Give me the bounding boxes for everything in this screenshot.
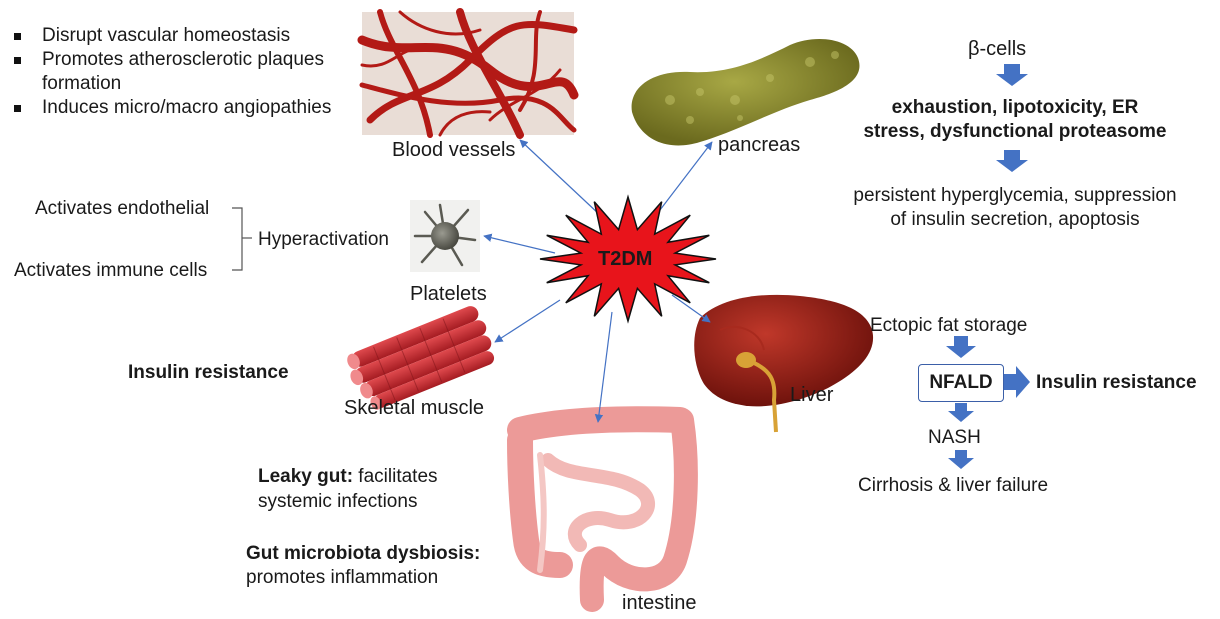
pancreas-label: pancreas <box>718 134 800 157</box>
arrow-to-platelets <box>484 236 555 253</box>
intestine-image <box>520 419 686 600</box>
arrow-to-intestine <box>598 312 612 422</box>
effect-item: Promotes atherosclerotic plaques formati… <box>12 48 362 96</box>
arrow-to-liver <box>672 295 710 322</box>
pancreas-stress-line2: stress, dysfunctional proteasome <box>855 120 1175 143</box>
liver-label: Liver <box>790 384 833 407</box>
dysbiosis-line1: Gut microbiota dysbiosis: <box>246 542 480 565</box>
leaky-gut-desc: facilitates <box>353 466 437 487</box>
dysbiosis-line2: promotes inflammation <box>246 566 438 589</box>
liver-insulin-resistance: Insulin resistance <box>1036 371 1197 394</box>
hyperactivation-label: Hyperactivation <box>258 228 389 251</box>
pancreas-image <box>632 39 860 145</box>
pancreas-outcome-line2: of insulin secretion, apoptosis <box>835 208 1195 231</box>
leaky-gut-term: Leaky gut: <box>258 466 353 487</box>
pancreas-outcome-line1: persistent hyperglycemia, suppression <box>835 184 1195 207</box>
blood-vessel-effects-list: Disrupt vascular homeostasis Promotes at… <box>12 24 362 120</box>
platelets-label: Platelets <box>410 283 487 306</box>
ectopic-fat-label: Ectopic fat storage <box>870 314 1027 337</box>
effect-item: Disrupt vascular homeostasis <box>12 24 362 48</box>
platelet-image <box>410 200 480 272</box>
platelet-effect-immune: Activates immune cells <box>14 259 207 282</box>
cirrhosis-label: Cirrhosis & liver failure <box>858 474 1048 497</box>
liver-flow-arrows <box>946 336 1030 469</box>
leaky-gut-line2: systemic infections <box>258 490 417 513</box>
arrow-to-muscle <box>495 300 560 342</box>
effect-item: Induces micro/macro angiopathies <box>12 96 362 120</box>
pancreas-stress-line1: exhaustion, lipotoxicity, ER <box>860 96 1170 119</box>
nash-label: NASH <box>928 426 981 449</box>
leaky-gut-line1: Leaky gut: facilitates <box>258 465 438 488</box>
skeletal-muscle-label: Skeletal muscle <box>344 397 484 420</box>
beta-cells-label: β-cells <box>968 38 1026 61</box>
muscle-insulin-resistance: Insulin resistance <box>128 361 289 384</box>
arrow-to-blood-vessels <box>520 140 600 215</box>
platelet-bracket <box>232 208 252 270</box>
liver-image <box>694 295 873 432</box>
platelet-effect-endothelial: Activates endothelial <box>35 197 209 220</box>
blood-vessels-image <box>362 12 574 135</box>
blood-vessels-label: Blood vessels <box>392 139 515 162</box>
nfald-box: NFALD <box>918 364 1004 402</box>
intestine-label: intestine <box>622 592 697 615</box>
t2dm-label: T2DM <box>598 248 652 271</box>
arrow-to-pancreas <box>660 142 712 210</box>
